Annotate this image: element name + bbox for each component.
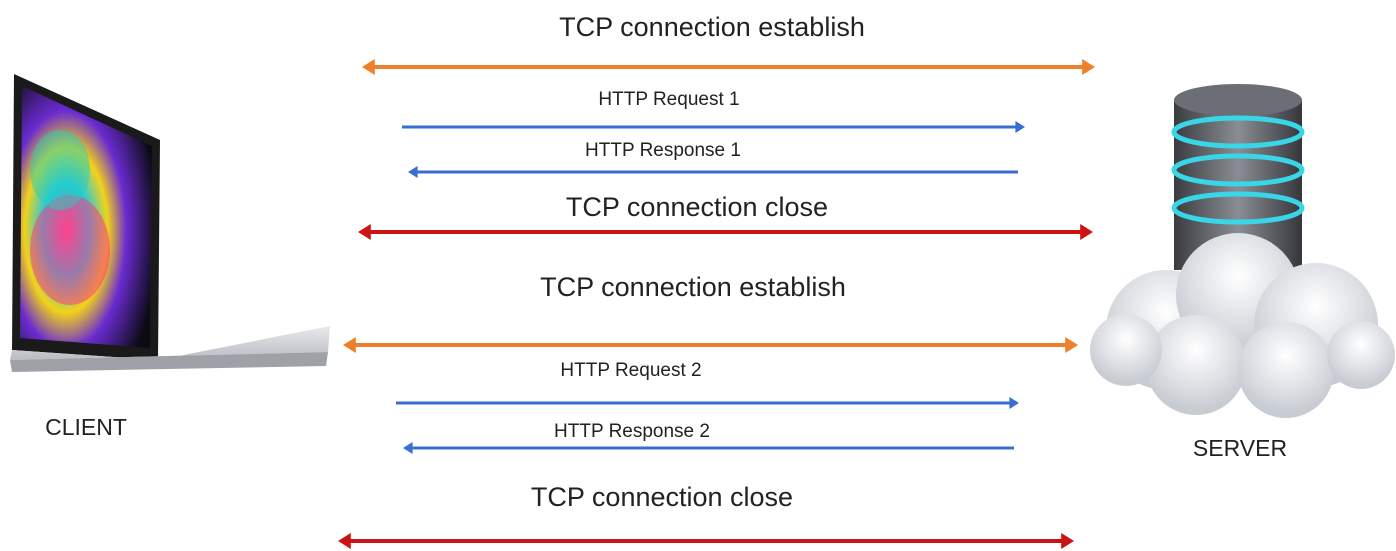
arrow-http-response-2: [403, 442, 1014, 454]
arrow-tcp-close-1: [358, 224, 1093, 240]
server-label: SERVER: [1192, 435, 1288, 461]
label-tcp-close-1: TCP connection close: [565, 192, 829, 222]
laptop-icon: [10, 74, 330, 372]
label-http-request-2: HTTP Request 2: [560, 360, 702, 381]
arrow-http-response-1: [408, 166, 1018, 178]
label-tcp-close-2: TCP connection close: [530, 482, 794, 512]
label-http-response-2: HTTP Response 2: [554, 421, 710, 442]
arrow-tcp-establish-2: [343, 337, 1078, 353]
label-tcp-establish-2: TCP connection establish: [540, 272, 846, 302]
arrow-tcp-close-2: [338, 533, 1074, 549]
label-tcp-establish-1: TCP connection establish: [559, 12, 865, 42]
arrow-http-request-1: [402, 121, 1025, 133]
server-icon: [1090, 84, 1395, 418]
arrow-http-request-2: [396, 397, 1019, 409]
label-http-response-1: HTTP Response 1: [585, 140, 741, 161]
label-http-request-1: HTTP Request 1: [598, 89, 740, 110]
arrow-tcp-establish-1: [362, 59, 1095, 75]
client-label: CLIENT: [45, 414, 127, 440]
